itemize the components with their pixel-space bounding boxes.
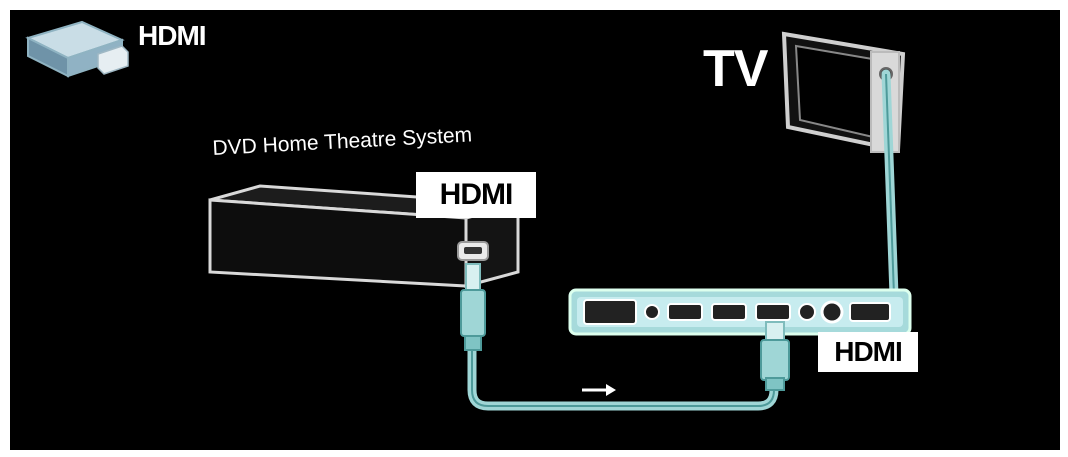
tv-label: TV <box>703 40 768 98</box>
hdmi-cable <box>467 345 779 411</box>
legend-hdmi-label: HDMI <box>138 20 207 51</box>
dvd-hdmi-plug <box>460 263 486 351</box>
diagram-graphics <box>25 20 912 411</box>
hdmi-plug-icon <box>25 20 129 78</box>
arrow-right-icon <box>582 384 616 396</box>
connector-panel <box>568 288 912 336</box>
device-hdmi-badge: HDMI <box>416 172 536 218</box>
tv-hdmi-badge: HDMI <box>818 332 918 372</box>
tv-hdmi-plug <box>760 321 790 391</box>
diagram-canvas: HDMI TV DVD Home Theatre System HDMI HDM… <box>10 10 1060 450</box>
